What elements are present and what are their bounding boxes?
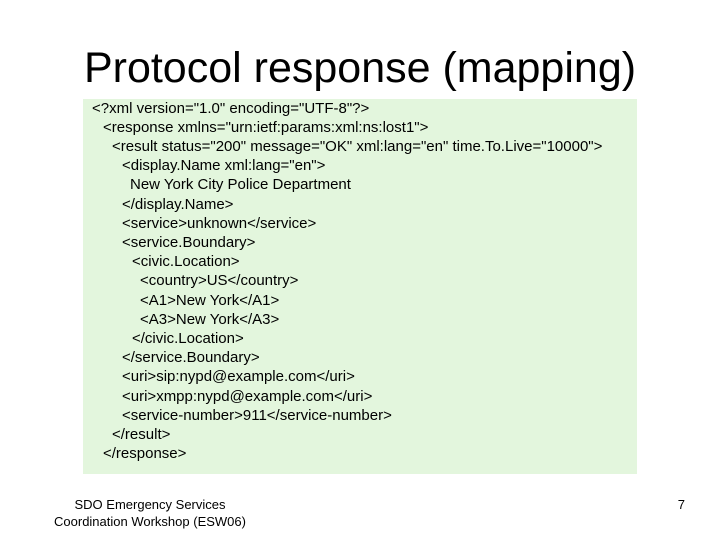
code-line: <?xml version="1.0" encoding="UTF-8"?> bbox=[92, 100, 370, 117]
code-line: </display.Name> bbox=[122, 196, 234, 213]
footer-line: SDO Emergency Services bbox=[74, 497, 226, 512]
code-line: <A3>New York</A3> bbox=[140, 311, 280, 328]
code-line: <display.Name xml:lang="en"> bbox=[122, 157, 326, 174]
page-number: 7 bbox=[677, 497, 685, 512]
footer-line: Coordination Workshop (ESW06) bbox=[54, 514, 246, 529]
code-line: <result status="200" message="OK" xml:la… bbox=[112, 138, 603, 155]
slide-title: Protocol response (mapping) bbox=[83, 44, 637, 92]
footer-event-name: SDO Emergency Services Coordination Work… bbox=[30, 496, 270, 530]
code-line: </response> bbox=[103, 445, 187, 462]
code-line: <A1>New York</A1> bbox=[140, 292, 280, 309]
code-line: </result> bbox=[112, 426, 171, 443]
code-line: <service>unknown</service> bbox=[122, 215, 317, 232]
code-line: </service.Boundary> bbox=[122, 349, 260, 366]
code-line: <response xmlns="urn:ietf:params:xml:ns:… bbox=[103, 119, 429, 136]
code-line: <uri>sip:nypd@example.com</uri> bbox=[122, 368, 355, 385]
code-line: <service.Boundary> bbox=[122, 234, 256, 251]
code-line: <country>US</country> bbox=[140, 272, 299, 289]
code-line: <service-number>911</service-number> bbox=[122, 407, 392, 424]
xml-code-block: <?xml version="1.0" encoding="UTF-8"?> <… bbox=[83, 99, 637, 474]
code-line: <civic.Location> bbox=[132, 253, 240, 270]
code-line: </civic.Location> bbox=[132, 330, 244, 347]
code-line: New York City Police Department bbox=[130, 176, 351, 193]
code-line: <uri>xmpp:nypd@example.com</uri> bbox=[122, 388, 373, 405]
